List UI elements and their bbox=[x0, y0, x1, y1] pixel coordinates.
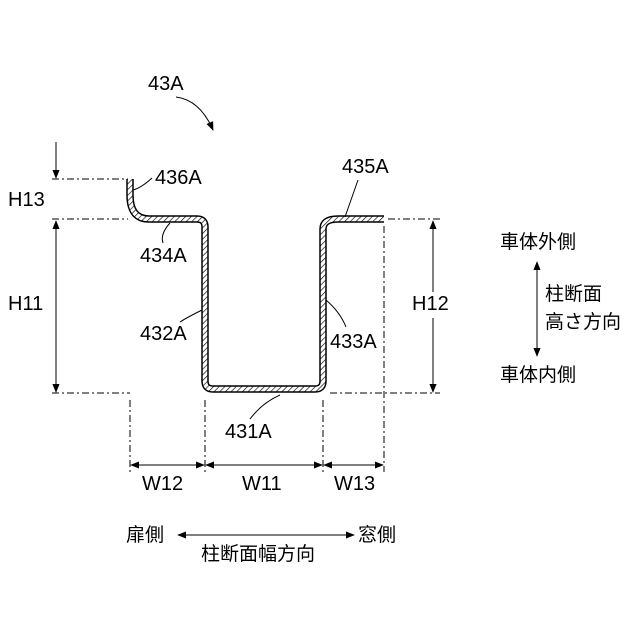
part-label-434a: 434A bbox=[140, 245, 187, 267]
part-leader-431a bbox=[250, 395, 280, 419]
section-profile bbox=[130, 179, 384, 389]
part-label-436a: 436A bbox=[155, 167, 202, 189]
part-label-435a: 435A bbox=[342, 156, 389, 178]
dim-h13: H13 bbox=[8, 189, 45, 211]
part-label-432a: 432A bbox=[140, 323, 187, 345]
label-door-side: 扉側 bbox=[126, 524, 164, 546]
part-leader-433a bbox=[326, 300, 346, 327]
part-label-433a: 433A bbox=[330, 331, 377, 353]
dim-w12: W12 bbox=[142, 473, 183, 495]
part-label-431a: 431A bbox=[225, 421, 272, 443]
label-column-height-2: 高さ方向 bbox=[545, 311, 621, 333]
dim-h12: H12 bbox=[412, 293, 449, 315]
part-leader-432a bbox=[180, 310, 202, 322]
label-column-height-1: 柱断面 bbox=[545, 283, 602, 305]
label-vehicle-outer: 車体外側 bbox=[500, 231, 576, 253]
label-window-side: 窓側 bbox=[358, 524, 396, 546]
part-leader-436a bbox=[133, 178, 152, 190]
part-leader-435a bbox=[345, 180, 358, 217]
dim-h11: H11 bbox=[8, 293, 43, 315]
dim-w13: W13 bbox=[334, 473, 375, 495]
dim-w11: W11 bbox=[242, 473, 282, 495]
figure-label-arrow bbox=[176, 97, 213, 130]
part-leader-434a bbox=[162, 223, 170, 243]
label-column-width: 柱断面幅方向 bbox=[201, 543, 315, 565]
label-vehicle-inner: 車体内側 bbox=[500, 364, 576, 386]
figure-label: 43A bbox=[148, 73, 184, 95]
